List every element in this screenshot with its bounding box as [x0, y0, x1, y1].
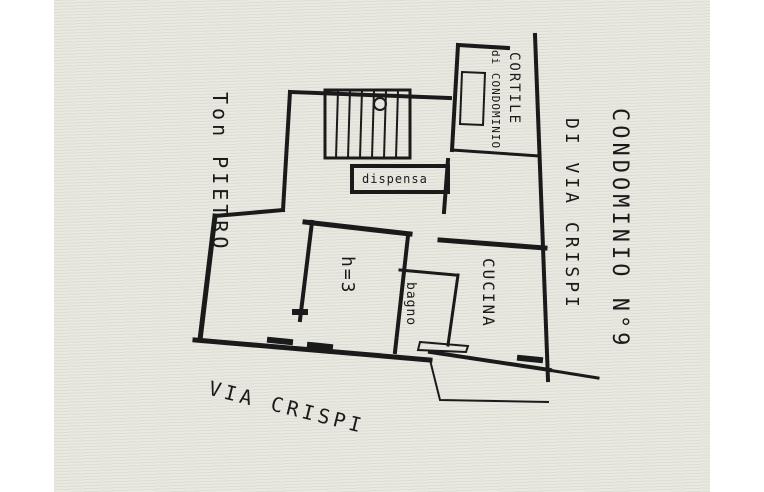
balcony — [416, 340, 470, 354]
bath-right-wall — [446, 273, 460, 347]
bagno-label: bagno — [403, 282, 418, 327]
outer-wall-right — [532, 32, 551, 383]
bath-top-wall — [398, 268, 457, 277]
room-top-wall — [302, 219, 413, 237]
room-right-wall — [392, 233, 411, 355]
condominio-label: CONDOMINIO N°9 — [607, 108, 632, 350]
dispensa-label: dispensa — [362, 172, 428, 186]
street-left-label: Ton PIETRO — [208, 92, 232, 253]
kitchen-top-wall — [437, 237, 548, 251]
courtyard-wall-left — [449, 42, 461, 153]
stair-treads — [334, 88, 400, 160]
outer-wall-bottom-right — [427, 349, 553, 373]
photo-screen-background — [54, 0, 710, 492]
wall-extension-line — [546, 368, 600, 380]
outer-wall-left-step — [212, 207, 286, 219]
outer-wall-left — [197, 213, 218, 343]
via-crispi-side-label: DI VIA CRISPI — [561, 118, 582, 311]
cortile-label: CORTILE — [506, 52, 522, 126]
cortile-condominio-label: di CONDOMINIO — [489, 50, 502, 150]
room-height-label: h=3 — [337, 256, 358, 295]
balcony-lower — [428, 358, 550, 404]
outer-wall-top — [287, 89, 453, 101]
staircase — [323, 88, 412, 160]
corridor-wall — [441, 157, 451, 215]
cucina-label: CUCINA — [479, 258, 498, 328]
courtyard-inner-box — [458, 70, 487, 127]
outer-wall-bottom — [192, 337, 433, 363]
courtyard-wall-top — [455, 42, 511, 51]
window-mark — [266, 309, 544, 364]
outer-wall-upper-left — [280, 89, 293, 213]
stair-newel — [373, 97, 387, 111]
courtyard-wall-bottom — [450, 148, 542, 158]
room-left-wall — [297, 219, 315, 323]
